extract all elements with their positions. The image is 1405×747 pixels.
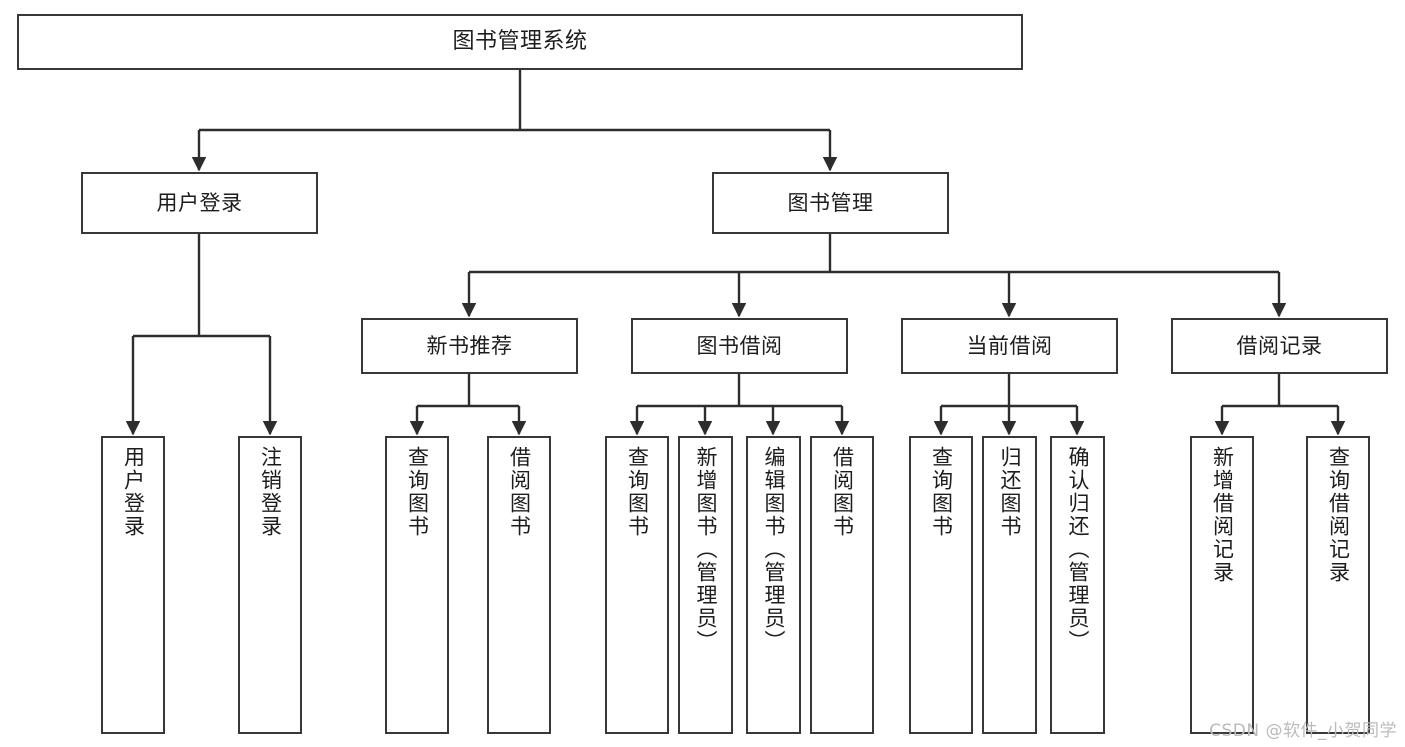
node-leaf-query-record-label: 查询借阅记录 bbox=[1326, 446, 1351, 584]
node-borrow-record-label: 借阅记录 bbox=[1236, 333, 1323, 358]
node-leaf-logout-login-label: 注销登录 bbox=[258, 446, 283, 538]
node-leaf-add-book[interactable]: 新增图书（管理员） bbox=[678, 436, 733, 734]
node-leaf-return-book-label: 归还图书 bbox=[998, 446, 1023, 538]
node-leaf-add-record-label: 新增借阅记录 bbox=[1210, 446, 1235, 584]
node-leaf-edit-book-label: 编辑图书（管理员） bbox=[762, 446, 787, 653]
node-leaf-add-book-label: 新增图书（管理员） bbox=[694, 446, 719, 653]
node-book-manage[interactable]: 图书管理 bbox=[712, 172, 949, 234]
node-leaf-return-book[interactable]: 归还图书 bbox=[982, 436, 1037, 734]
node-leaf-borrow-book-2[interactable]: 借阅图书 bbox=[810, 436, 874, 734]
node-new-book-recommend-label: 新书推荐 bbox=[426, 333, 513, 358]
node-current-borrow[interactable]: 当前借阅 bbox=[901, 318, 1118, 374]
node-leaf-confirm-return[interactable]: 确认归还（管理员） bbox=[1050, 436, 1105, 734]
node-current-borrow-label: 当前借阅 bbox=[966, 333, 1053, 358]
node-leaf-edit-book[interactable]: 编辑图书（管理员） bbox=[746, 436, 801, 734]
node-leaf-user-login-label: 用户登录 bbox=[121, 446, 146, 538]
node-leaf-confirm-return-label: 确认归还（管理员） bbox=[1066, 446, 1091, 653]
node-leaf-borrow-book-2-label: 借阅图书 bbox=[830, 446, 855, 538]
node-new-book-recommend[interactable]: 新书推荐 bbox=[361, 318, 578, 374]
node-leaf-query-record[interactable]: 查询借阅记录 bbox=[1306, 436, 1370, 734]
node-leaf-logout-login[interactable]: 注销登录 bbox=[238, 436, 302, 734]
node-borrow-record[interactable]: 借阅记录 bbox=[1171, 318, 1388, 374]
node-leaf-query-book-3-label: 查询图书 bbox=[929, 446, 954, 538]
node-user-login-label: 用户登录 bbox=[156, 190, 243, 215]
node-root-label: 图书管理系统 bbox=[452, 29, 588, 55]
node-leaf-add-record[interactable]: 新增借阅记录 bbox=[1190, 436, 1254, 734]
node-leaf-borrow-book-1[interactable]: 借阅图书 bbox=[487, 436, 551, 734]
node-leaf-query-book-2[interactable]: 查询图书 bbox=[605, 436, 669, 734]
node-leaf-query-book-1-label: 查询图书 bbox=[405, 446, 430, 538]
node-book-borrow[interactable]: 图书借阅 bbox=[631, 318, 848, 374]
node-user-login[interactable]: 用户登录 bbox=[81, 172, 318, 234]
csdn-watermark: CSDN @软件_小贺同学 bbox=[1209, 721, 1397, 741]
node-book-manage-label: 图书管理 bbox=[787, 190, 874, 215]
node-leaf-query-book-1[interactable]: 查询图书 bbox=[385, 436, 449, 734]
node-book-borrow-label: 图书借阅 bbox=[696, 333, 783, 358]
node-leaf-query-book-2-label: 查询图书 bbox=[625, 446, 650, 538]
node-root-library-system[interactable]: 图书管理系统 bbox=[17, 14, 1023, 70]
node-leaf-borrow-book-1-label: 借阅图书 bbox=[507, 446, 532, 538]
node-leaf-user-login[interactable]: 用户登录 bbox=[101, 436, 165, 734]
node-leaf-query-book-3[interactable]: 查询图书 bbox=[909, 436, 973, 734]
